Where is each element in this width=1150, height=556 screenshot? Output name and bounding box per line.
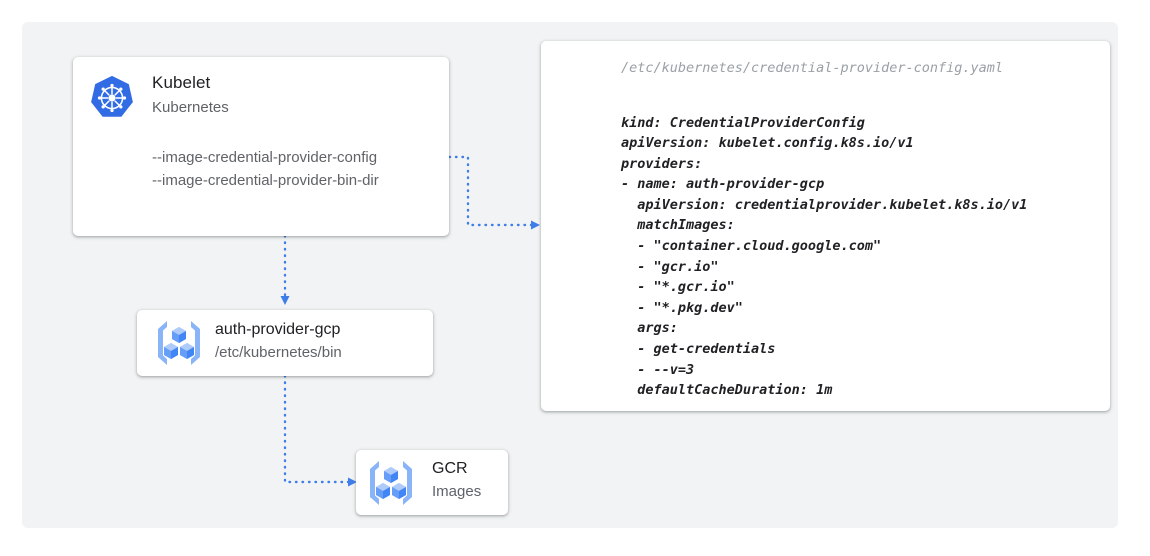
gcr-subtitle: Images xyxy=(432,483,482,500)
kubelet-flag-config: --image-credential-provider-config xyxy=(152,149,378,166)
gcr-node[interactable]: GCR Images xyxy=(356,450,508,515)
container-registry-icon xyxy=(158,321,200,365)
container-registry-icon xyxy=(370,461,412,505)
credential-provider-config-panel: /etc/kubernetes/credential-provider-conf… xyxy=(541,41,1110,411)
auth-provider-subtitle: /etc/kubernetes/bin xyxy=(215,344,342,361)
config-yaml-content: kind: CredentialProviderConfig apiVersio… xyxy=(621,114,1028,399)
gcr-title: GCR xyxy=(432,460,468,477)
config-file-path: /etc/kubernetes/credential-provider-conf… xyxy=(621,60,1004,76)
kubernetes-icon xyxy=(91,75,133,117)
kubelet-node[interactable]: Kubelet Kubernetes --image-credential-pr… xyxy=(73,57,449,236)
auth-provider-title: auth-provider-gcp xyxy=(215,321,341,338)
kubelet-flag-bin-dir: --image-credential-provider-bin-dir xyxy=(152,172,379,189)
kubelet-title: Kubelet xyxy=(152,73,211,92)
kubelet-subtitle: Kubernetes xyxy=(152,99,229,116)
auth-provider-gcp-node[interactable]: auth-provider-gcp /etc/kubernetes/bin xyxy=(137,310,433,376)
